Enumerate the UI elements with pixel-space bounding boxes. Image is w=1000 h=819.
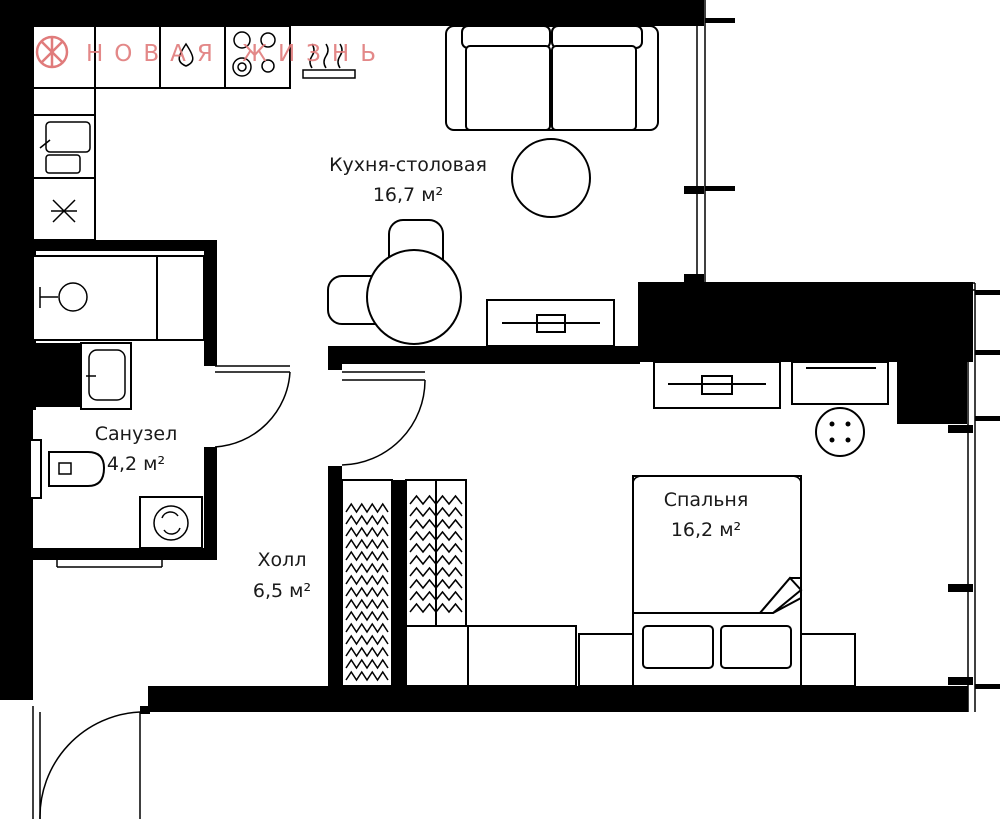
oven-icon bbox=[302, 43, 356, 79]
fan-icon bbox=[51, 199, 77, 223]
bedroom-name: Спальня bbox=[664, 489, 749, 511]
bedroom-furniture bbox=[632, 361, 889, 687]
room-labels: Кухня-столовая 16,7 м² Санузел 4,2 м² Хо… bbox=[95, 154, 749, 602]
stove-icon bbox=[232, 31, 276, 77]
bathroom-furniture bbox=[29, 255, 205, 549]
hall-area: 6,5 м² bbox=[253, 580, 311, 602]
kitchen-area: 16,7 м² bbox=[373, 184, 443, 206]
brand-name: НОВАЯ ЖИЗНЬ bbox=[86, 41, 387, 67]
walls bbox=[0, 0, 973, 712]
sink-icon bbox=[80, 342, 132, 410]
tv-cabinet bbox=[486, 299, 615, 347]
dining-set bbox=[327, 219, 462, 345]
bathroom-name: Санузел bbox=[95, 423, 178, 445]
hanger-row bbox=[409, 494, 463, 614]
kitchen-furniture bbox=[32, 25, 659, 347]
sofa bbox=[445, 25, 659, 131]
coffee-table bbox=[511, 138, 591, 218]
washing-machine-icon bbox=[139, 496, 203, 549]
kitchen-sink-icon bbox=[39, 121, 91, 174]
hanger-row bbox=[345, 502, 389, 682]
windows bbox=[56, 0, 1000, 712]
hall-name: Холл bbox=[258, 549, 307, 571]
brand-logo: НОВАЯ ЖИЗНЬ bbox=[35, 35, 387, 69]
brand-logo-icon bbox=[35, 35, 69, 69]
toilet-icon bbox=[29, 439, 106, 499]
bathroom-area: 4,2 м² bbox=[107, 453, 165, 475]
kitchen-name: Кухня-столовая bbox=[329, 154, 487, 176]
sink-icon bbox=[178, 42, 194, 67]
bedroom-area: 16,2 м² bbox=[671, 519, 741, 541]
shower-icon bbox=[32, 255, 205, 341]
wardrobe-bedroom bbox=[405, 625, 856, 687]
doors bbox=[32, 365, 426, 819]
